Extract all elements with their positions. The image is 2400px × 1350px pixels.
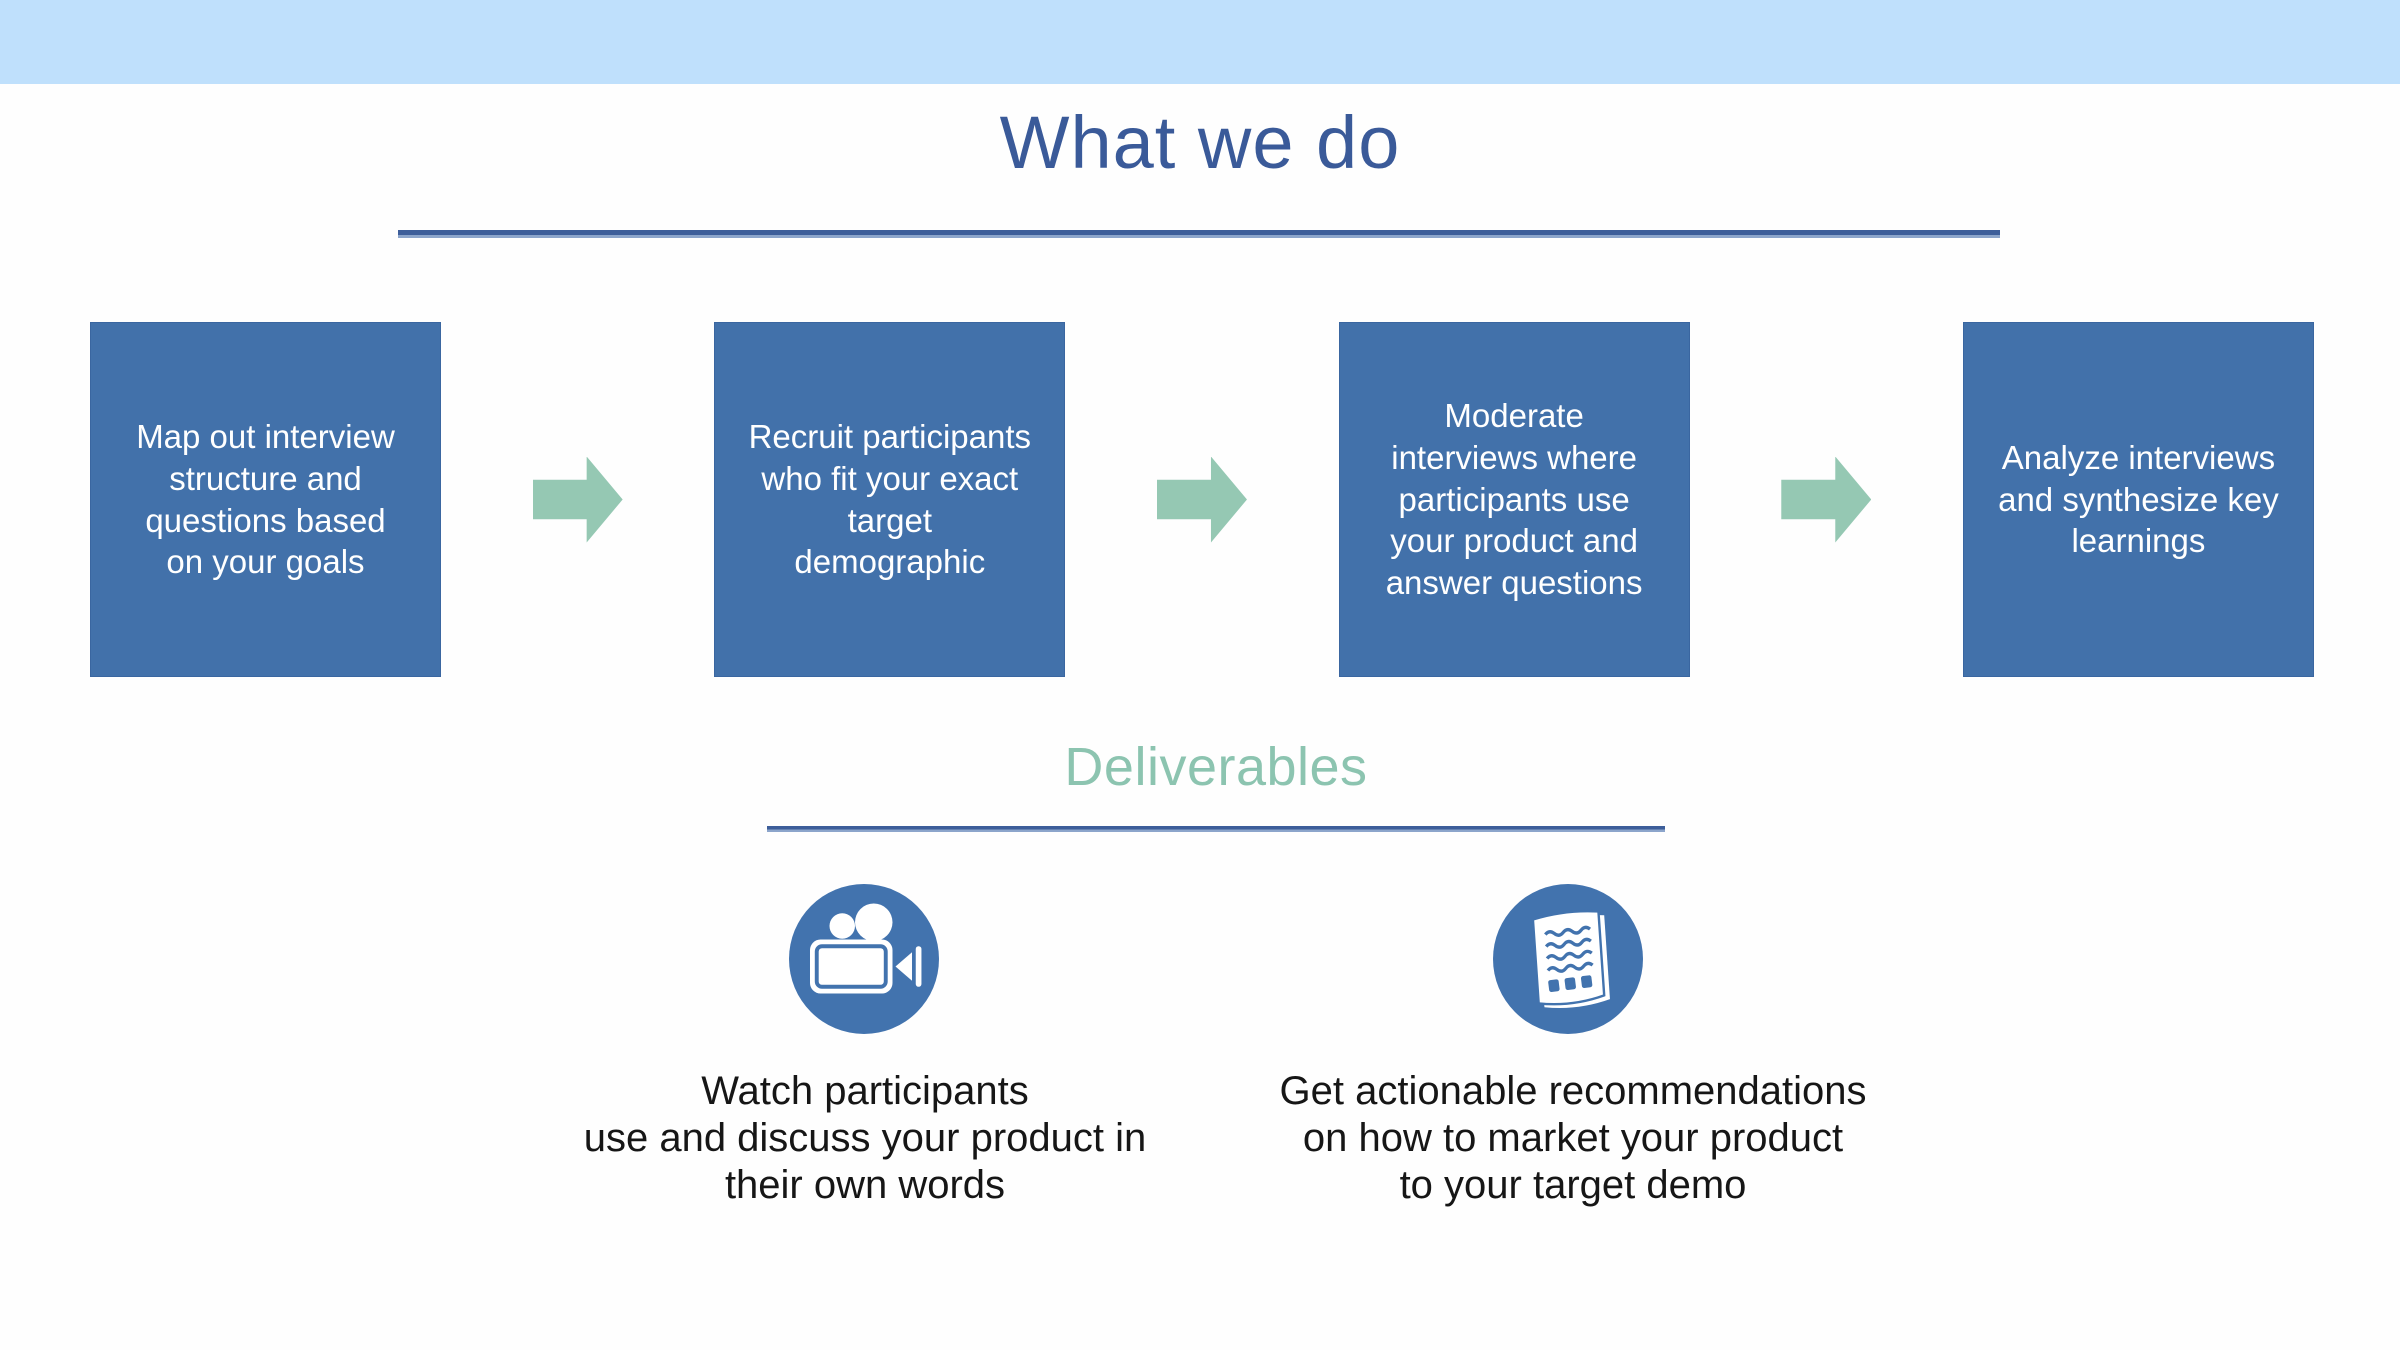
flow-step-4: Analyze interviews and synthesize key le… xyxy=(1962,322,2314,677)
right-arrow-icon xyxy=(532,456,623,543)
deliverables-section-header: Deliverables xyxy=(767,736,1665,832)
right-arrow-icon xyxy=(1781,456,1872,543)
video-camera-icon xyxy=(789,884,939,1034)
top-accent-band xyxy=(0,0,2400,84)
video-deliverable-caption: Watch participants use and discuss your … xyxy=(583,1069,1147,1207)
flow-step-1: Map out interview structure and question… xyxy=(90,322,441,677)
deliverables-heading: Deliverables xyxy=(1064,737,1368,797)
deliverables-underline xyxy=(767,826,1665,832)
page-title: What we do xyxy=(999,101,1401,184)
report-document-icon xyxy=(1493,884,1643,1034)
report-deliverable-caption: Get actionable recommendations on how to… xyxy=(1279,1069,1867,1207)
process-flow: Map out interview structure and question… xyxy=(90,322,2314,677)
right-arrow-icon xyxy=(1156,456,1247,543)
title-underline xyxy=(398,230,2000,238)
flow-step-2: Recruit participants who fit your exact … xyxy=(714,322,1066,677)
flow-step-3: Moderate interviews where participants u… xyxy=(1338,322,1690,677)
